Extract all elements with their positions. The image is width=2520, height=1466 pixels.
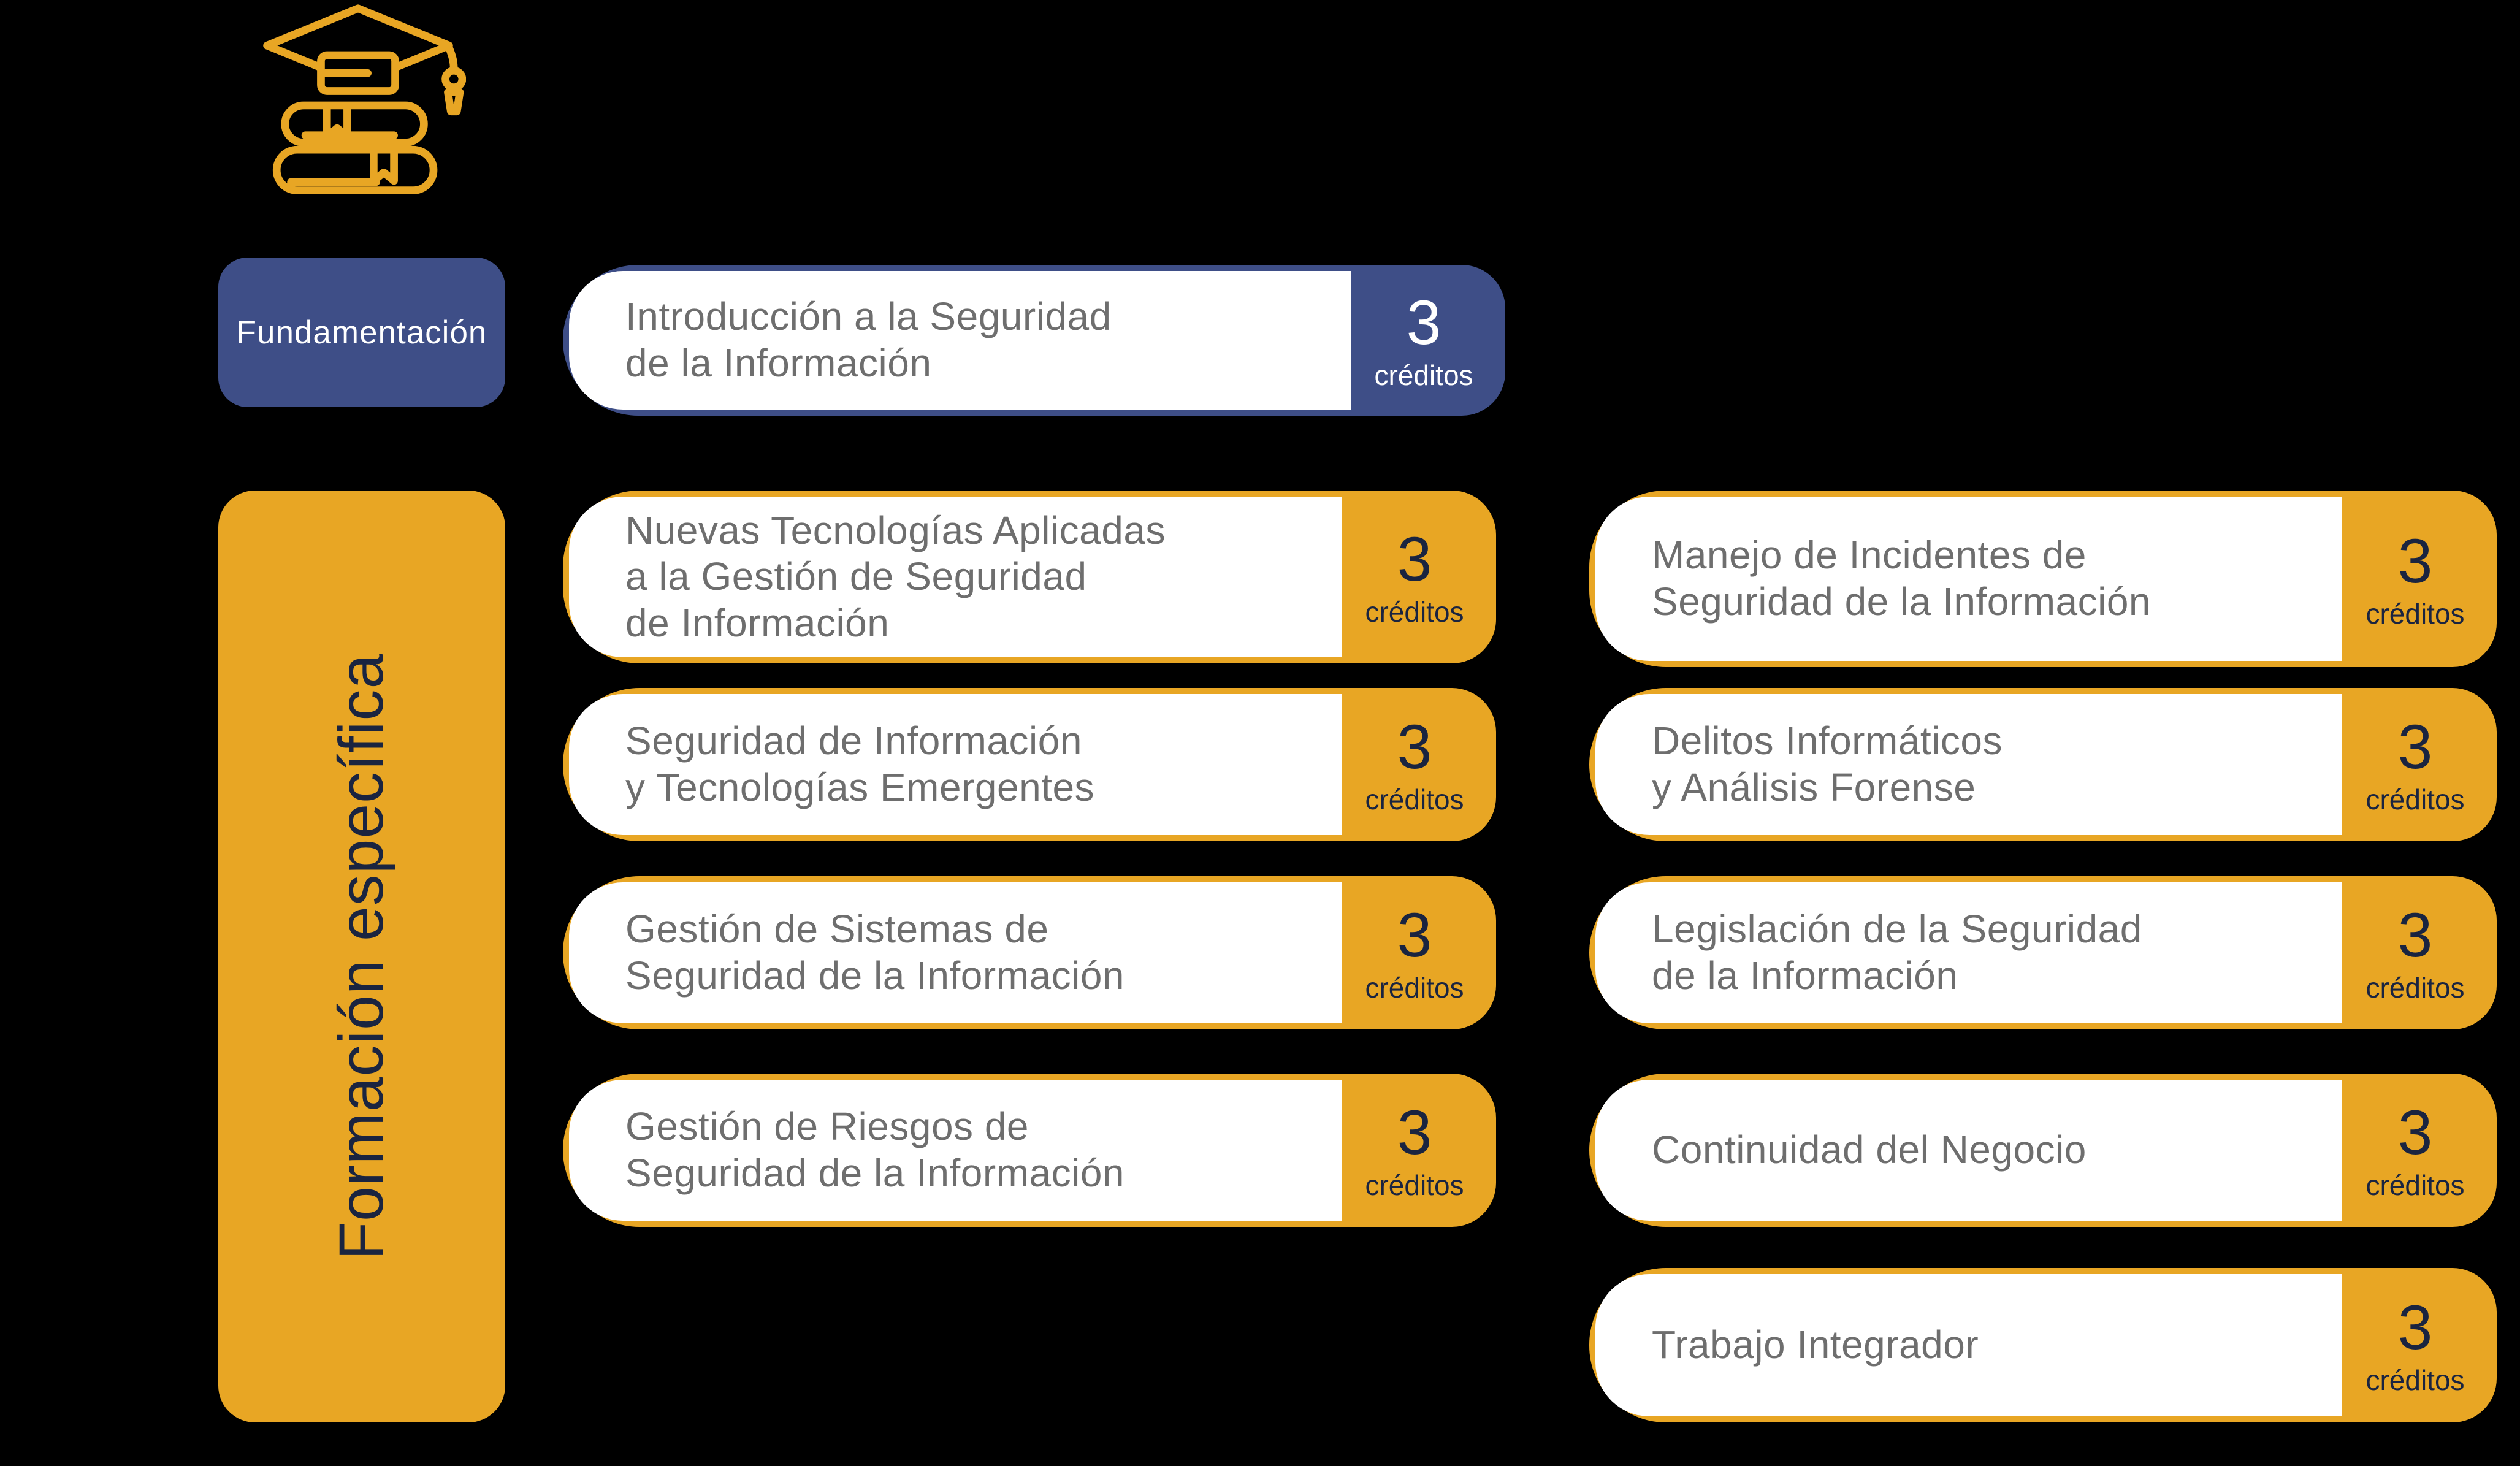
course-pill: Introducción a la Seguridad de la Inform… — [563, 265, 1505, 416]
tassel-cord — [445, 44, 458, 74]
course-title: Trabajo Integrador — [1652, 1323, 1979, 1367]
course-pill: Continuidad del Negocio 3 créditos — [1589, 1074, 2497, 1227]
credits-number: 3 — [2397, 526, 2433, 596]
course-title: Introducción a la Seguridad de la Inform… — [625, 294, 1112, 385]
course-title: Manejo de Incidentes de Seguridad de la … — [1652, 533, 2151, 624]
credits-number: 3 — [1406, 288, 1441, 357]
course-pill: Nuevas Tecnologías Aplicadas a la Gestió… — [563, 491, 1496, 663]
course-credits: 3 créditos — [1342, 491, 1496, 663]
credits-number: 3 — [1397, 712, 1432, 782]
course-pill-body: Gestión de Sistemas de Seguridad de la I… — [569, 882, 1342, 1023]
course-credits: 3 créditos — [1342, 876, 1496, 1029]
course-pill-body: Delitos Informáticos y Análisis Forense — [1595, 694, 2342, 835]
course-pill: Legislación de la Seguridad de la Inform… — [1589, 876, 2497, 1029]
credits-number: 3 — [1397, 900, 1432, 970]
tassel-tail — [444, 88, 464, 116]
credits-number: 3 — [2397, 900, 2433, 970]
course-title: Nuevas Tecnologías Aplicadas a la Gestió… — [625, 508, 1166, 645]
course-title: Legislación de la Seguridad de la Inform… — [1652, 907, 2142, 998]
credits-number: 3 — [2397, 712, 2433, 782]
credits-number: 3 — [1397, 1098, 1432, 1167]
course-pill-body: Manejo de Incidentes de Seguridad de la … — [1595, 497, 2342, 661]
course-pill-body: Continuidad del Negocio — [1595, 1080, 2342, 1221]
course-title: Continuidad del Negocio — [1652, 1128, 2087, 1172]
course-credits: 3 créditos — [2342, 688, 2497, 841]
track-badge-fundamentacion: Fundamentación — [218, 258, 505, 407]
track-block-label: Formación específica — [326, 653, 397, 1260]
course-pill-body: Nuevas Tecnologías Aplicadas a la Gestió… — [569, 497, 1342, 657]
credits-label: créditos — [2365, 598, 2465, 630]
course-pill: Gestión de Riesgos de Seguridad de la In… — [563, 1074, 1496, 1227]
bookmark-top — [323, 105, 351, 141]
credits-number: 3 — [1397, 524, 1432, 594]
credits-label: créditos — [2365, 1364, 2465, 1396]
course-credits: 3 créditos — [2342, 876, 2497, 1029]
credits-label: créditos — [1365, 596, 1464, 628]
course-pill-body: Trabajo Integrador — [1595, 1274, 2342, 1416]
course-title: Gestión de Riesgos de Seguridad de la In… — [625, 1104, 1124, 1195]
course-credits: 3 créditos — [2342, 1268, 2497, 1422]
credits-label: créditos — [2365, 972, 2465, 1004]
course-pill: Seguridad de Información y Tecnologías E… — [563, 688, 1496, 841]
course-title: Gestión de Sistemas de Seguridad de la I… — [625, 907, 1124, 998]
course-credits: 3 créditos — [1342, 1074, 1496, 1227]
course-credits: 3 créditos — [2342, 491, 2497, 667]
credits-label: créditos — [2365, 784, 2465, 815]
tassel-knot — [441, 66, 467, 92]
course-pill-body: Seguridad de Información y Tecnologías E… — [569, 694, 1342, 835]
course-credits: 3 créditos — [1351, 265, 1505, 416]
course-credits: 3 créditos — [2342, 1074, 2497, 1227]
credits-label: créditos — [1374, 359, 1473, 391]
credits-label: créditos — [1365, 972, 1464, 1004]
credits-label: créditos — [2365, 1169, 2465, 1201]
course-credits: 3 créditos — [1342, 688, 1496, 841]
graduation-cap-books-icon — [250, 2, 467, 206]
course-title: Delitos Informáticos y Análisis Forense — [1652, 719, 2003, 809]
credits-label: créditos — [1365, 1169, 1464, 1201]
course-pill-body: Legislación de la Seguridad de la Inform… — [1595, 882, 2342, 1023]
bookmark-bottom — [370, 149, 398, 185]
track-badge-label: Fundamentación — [236, 314, 487, 351]
course-title: Seguridad de Información y Tecnologías E… — [625, 719, 1095, 809]
course-pill-body: Gestión de Riesgos de Seguridad de la In… — [569, 1080, 1342, 1221]
course-pill: Delitos Informáticos y Análisis Forense … — [1589, 688, 2497, 841]
track-block-formacion-especifica: Formación específica — [218, 491, 505, 1422]
course-pill: Gestión de Sistemas de Seguridad de la I… — [563, 876, 1496, 1029]
course-pill-body: Introducción a la Seguridad de la Inform… — [569, 271, 1351, 410]
credits-number: 3 — [2397, 1098, 2433, 1167]
credits-label: créditos — [1365, 784, 1464, 815]
course-pill: Trabajo Integrador 3 créditos — [1589, 1268, 2497, 1422]
course-pill: Manejo de Incidentes de Seguridad de la … — [1589, 491, 2497, 667]
credits-number: 3 — [2397, 1292, 2433, 1362]
